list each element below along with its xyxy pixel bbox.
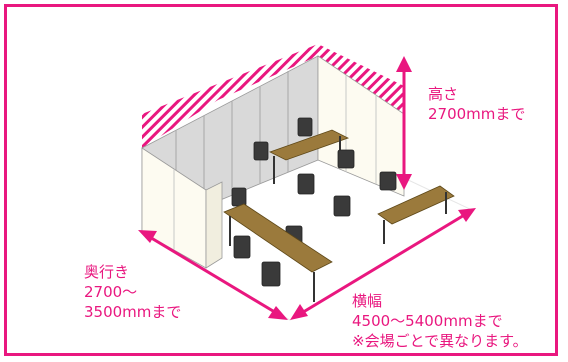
depth-arrow <box>138 230 288 320</box>
width-note: ※会場ごとで異なります。 <box>352 332 528 350</box>
depth-value-line2: 3500mmまで <box>84 303 182 321</box>
right-desk <box>377 185 455 244</box>
depth-value-line1: 2700〜 <box>84 283 138 301</box>
height-label: 高さ 2700mmまで <box>428 84 525 124</box>
width-title: 横幅 <box>352 292 383 310</box>
ceiling-hatch <box>142 44 404 148</box>
depth-label: 奥行き 2700〜 3500mmまで <box>84 262 181 322</box>
height-value: 2700mmまで <box>428 105 526 123</box>
back-desk <box>268 129 350 184</box>
width-arrow <box>290 208 476 320</box>
width-label: 横幅 4500〜5400mmまで ※会場ごとで異なります。 <box>352 291 528 351</box>
width-value: 4500〜5400mmまで <box>352 312 503 330</box>
height-arrow <box>396 56 412 190</box>
depth-title: 奥行き <box>84 263 130 281</box>
chairs <box>231 117 397 287</box>
front-left-wall <box>141 147 223 269</box>
height-title: 高さ <box>428 85 459 103</box>
front-desk <box>223 203 333 302</box>
